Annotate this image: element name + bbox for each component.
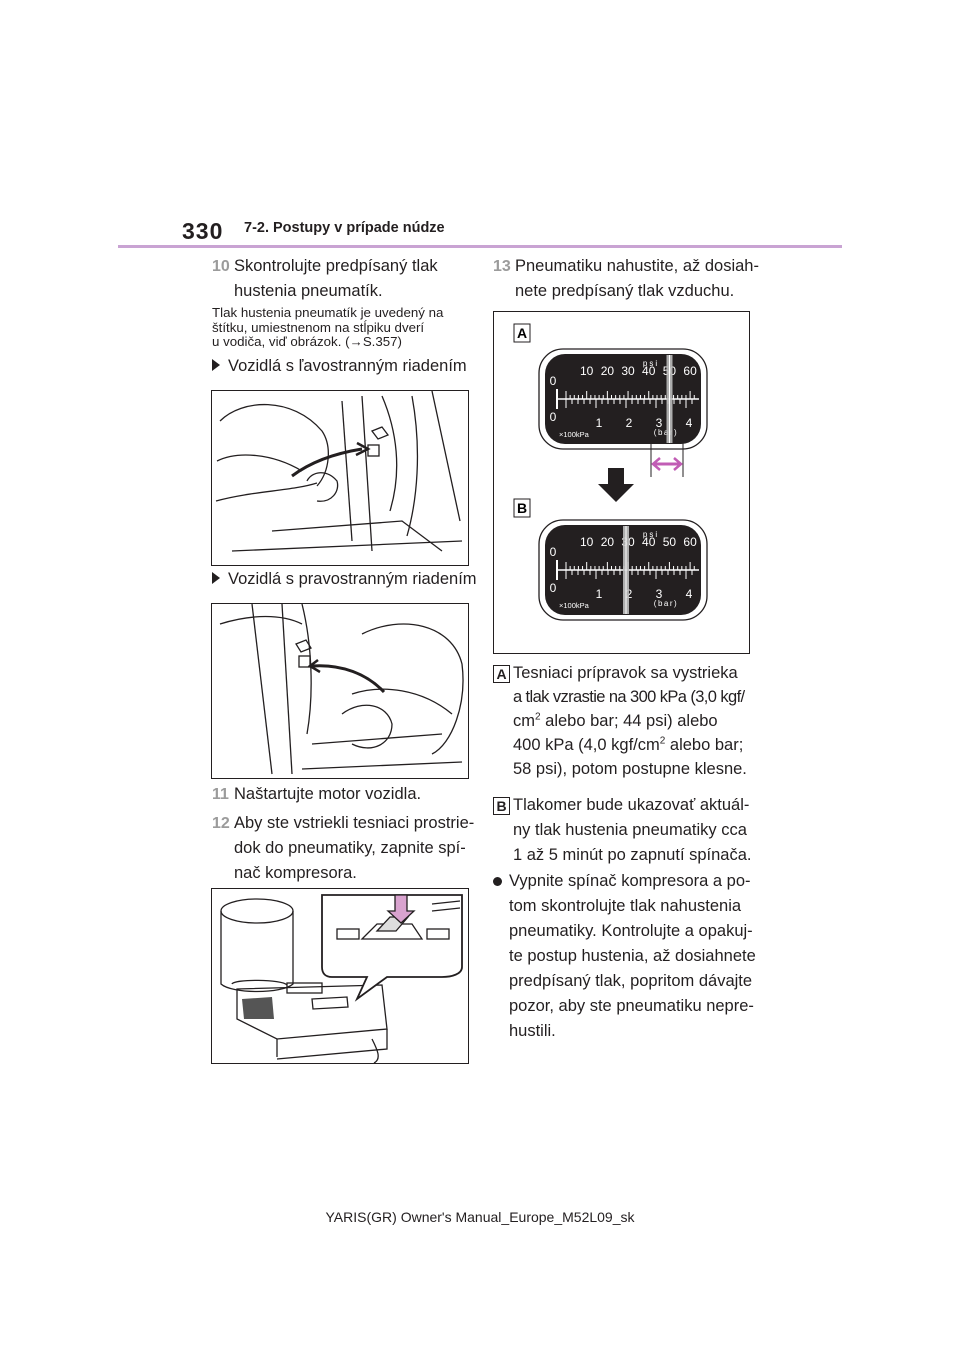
- gauge-a: 010203040506001234psi(bar)×100kPa: [538, 348, 708, 450]
- psi-tick-label: 40: [642, 535, 656, 549]
- step-number: 13: [493, 258, 511, 275]
- kpa-unit-label: ×100kPa: [559, 601, 590, 610]
- bar-tick-label: 3: [656, 587, 663, 601]
- psi-tick-label: 50: [663, 535, 677, 549]
- header-rule: [118, 245, 842, 248]
- bar-tick-label: 4: [686, 587, 693, 601]
- step-12: 12 Aby ste vstriekli tesniaci prostrie- …: [212, 811, 482, 886]
- note-text: Tlak hustenia pneumatík je uvedený na št…: [212, 305, 444, 349]
- psi-tick-label: 20: [601, 535, 615, 549]
- door-pillar-illustration: [215, 391, 463, 552]
- page-ref-arrow: →: [349, 334, 363, 349]
- step-11: 11 Naštartujte motor vozidla.: [212, 782, 482, 807]
- bar-tick-label: 1: [596, 416, 603, 430]
- psi-tick-label: 40: [642, 364, 656, 378]
- psi-unit-label: psi: [643, 359, 659, 368]
- door-pillar-illustration: [219, 604, 464, 775]
- bar-unit-label: (bar): [654, 599, 678, 608]
- step-text: Skontrolujte predpísaný tlak hustenia pn…: [234, 257, 438, 300]
- bar-unit-label: (bar): [654, 428, 678, 437]
- step-number: 12: [212, 815, 230, 832]
- psi-tick-label: 10: [580, 364, 594, 378]
- figure-pressure-gauges: A B 010203040506001234psi(bar)×100kPa 01…: [493, 311, 750, 654]
- psi-tick-label: 0: [550, 545, 557, 559]
- lhd-heading: Vozidlá s ľavostranným riadením: [212, 355, 467, 377]
- step-number: 10: [212, 258, 230, 275]
- bar-tick-label: 4: [686, 416, 693, 430]
- psi-tick-label: 30: [621, 364, 635, 378]
- psi-tick-label: 60: [683, 535, 697, 549]
- label-a: A: [517, 325, 527, 341]
- step-text: Naštartujte motor vozidla.: [234, 785, 422, 803]
- psi-tick-label: 10: [580, 535, 594, 549]
- step-text: Aby ste vstriekli tesniaci prostrie- dok…: [234, 814, 475, 882]
- figure-rhd-door-pillar: [211, 603, 469, 779]
- gauge-b: 010203040506001234psi(bar)×100kPa: [538, 519, 708, 621]
- label-b: B: [517, 500, 527, 516]
- bullet-item: Vypnite spínač kompresora a po- tom skon…: [493, 869, 763, 1049]
- section-title: 7-2. Postupy v prípade núdze: [244, 220, 445, 236]
- label-a-tag: A: [493, 665, 510, 683]
- down-arrow-icon: [598, 468, 634, 502]
- psi-tick-label: 20: [601, 364, 615, 378]
- bar-tick-label: 0: [550, 581, 557, 595]
- psi-tick-label: 60: [683, 364, 697, 378]
- triangle-icon: [212, 359, 220, 371]
- figure-lhd-door-pillar: [211, 390, 469, 566]
- page-ref-link[interactable]: S.357): [362, 334, 402, 349]
- bullet-icon: [493, 877, 502, 886]
- bar-tick-label: 1: [596, 587, 603, 601]
- psi-unit-label: psi: [643, 530, 659, 539]
- figure-compressor-switch: [211, 888, 469, 1064]
- label-a-box: [513, 323, 531, 343]
- kpa-unit-label: ×100kPa: [559, 430, 590, 439]
- step-13: 13 Pneumatiku nahustite, až dosiah- nete…: [493, 254, 763, 304]
- triangle-icon: [212, 572, 220, 584]
- rhd-heading: Vozidlá s pravostranným riadením: [212, 568, 477, 590]
- pressure-gauge-diagram: A B 010203040506001234psi(bar)×100kPa 01…: [513, 323, 708, 621]
- double-arrow-icon: [650, 442, 684, 477]
- step-number: 11: [212, 786, 229, 803]
- label-b-box: [513, 498, 531, 518]
- compressor-illustration: [220, 894, 463, 1063]
- bar-tick-label: 3: [656, 416, 663, 430]
- label-b-tag: B: [493, 797, 510, 815]
- psi-tick-label: 0: [550, 374, 557, 388]
- footer-text: YARIS(GR) Owner's Manual_Europe_M52L09_s…: [325, 1209, 635, 1225]
- step-10: 10 Skontrolujte predpísaný tlak hustenia…: [212, 254, 482, 304]
- bar-tick-label: 2: [626, 416, 633, 430]
- bar-tick-label: 2: [626, 587, 633, 601]
- bar-tick-label: 0: [550, 410, 557, 424]
- step-text: Pneumatiku nahustite, až dosiah- nete pr…: [515, 257, 759, 300]
- page-number: 330: [182, 218, 224, 244]
